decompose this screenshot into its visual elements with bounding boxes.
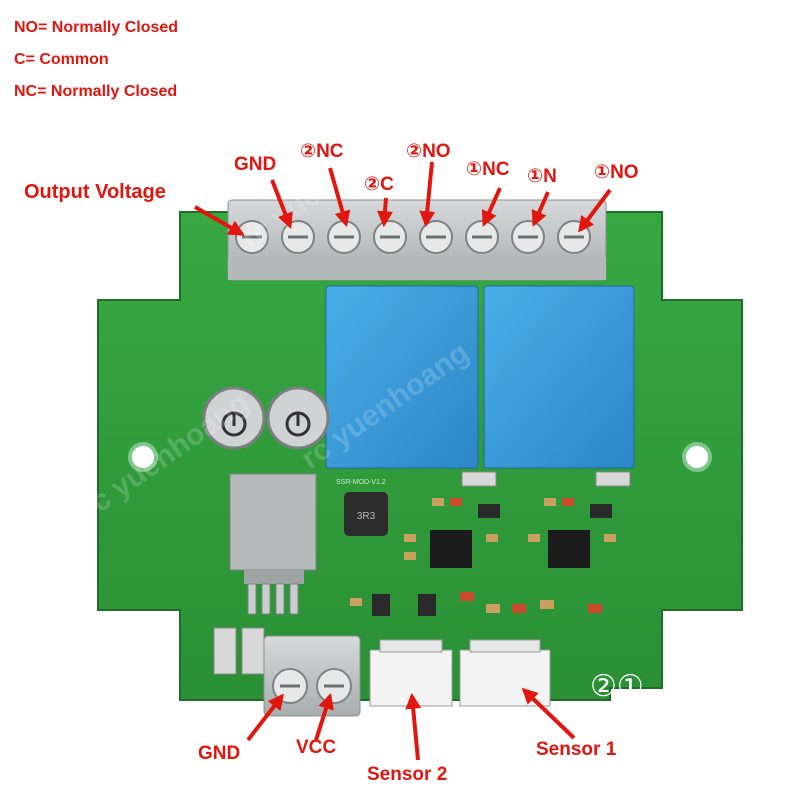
relay-2: [325, 285, 479, 469]
label-gnd-bottom: GND: [198, 743, 241, 764]
legend-no: NO= Normally Closed: [14, 19, 179, 36]
label-sensor-1: Sensor 1: [536, 739, 617, 760]
sensor-1-connector: [459, 639, 551, 707]
label-relay1-no: ①NO: [594, 162, 639, 183]
label-vcc: VCC: [296, 737, 337, 758]
legend-c: C= Common: [14, 51, 109, 68]
label-output-voltage: Output Voltage: [24, 181, 166, 203]
label-sensor-2: Sensor 2: [367, 764, 448, 785]
legend-nc: NC= Normally Closed: [14, 83, 178, 100]
label-relay2-no: ②NO: [406, 141, 451, 162]
label-relay1-nc: ①NC: [466, 159, 510, 180]
top-terminal-block: [227, 199, 607, 281]
channel-silkscreen: ②①: [590, 670, 644, 703]
power-terminal-block: [263, 635, 361, 717]
voltage-regulator: [229, 473, 317, 615]
label-relay2-c: ②C: [364, 174, 394, 195]
mounting-hole: [682, 442, 712, 472]
pcb-mark: SSR-MOD-V1.2: [336, 479, 386, 486]
label-relay1-n: ①N: [527, 166, 557, 187]
capacitor: [266, 386, 330, 450]
smd-components: [213, 471, 631, 675]
inductor: 3R3: [344, 492, 388, 536]
svg-text:3R3: 3R3: [357, 511, 376, 522]
relay-1: [483, 285, 635, 469]
label-gnd-top: GND: [234, 154, 277, 175]
capacitor: [202, 386, 266, 450]
label-relay2-nc: ②NC: [300, 141, 344, 162]
annotation-arrows: [194, 161, 612, 761]
mounting-hole: [128, 442, 158, 472]
